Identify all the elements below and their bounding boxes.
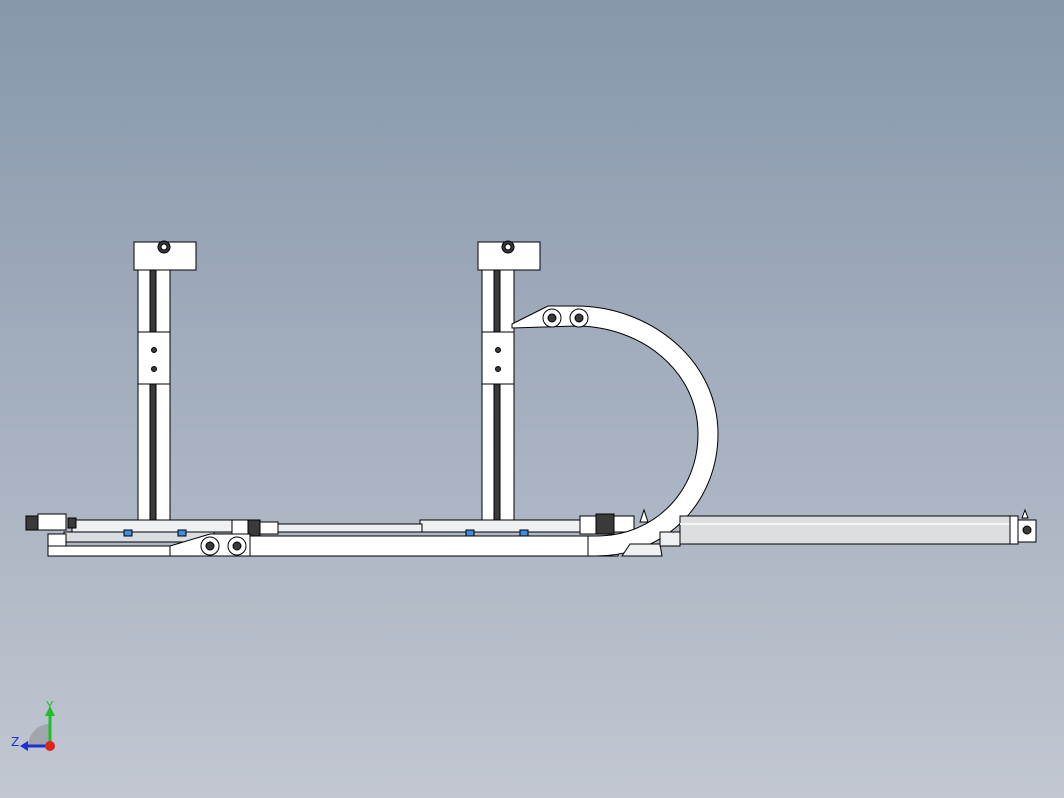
center-fitting-tail[interactable] bbox=[259, 521, 279, 535]
right-shock-body[interactable] bbox=[579, 515, 597, 535]
triad-origin-icon bbox=[45, 741, 55, 751]
cylinder-front-cap[interactable] bbox=[659, 531, 681, 547]
cylinder-barrel[interactable] bbox=[679, 515, 1011, 545]
triad-z-arrow-icon bbox=[20, 741, 28, 751]
sensor-block[interactable] bbox=[123, 529, 133, 537]
left-column[interactable] bbox=[133, 240, 197, 521]
sensor-block[interactable] bbox=[519, 529, 529, 537]
left-column-clamp[interactable] bbox=[137, 331, 171, 385]
cylinder-port-fitting[interactable] bbox=[1021, 508, 1029, 519]
right-column-clamp[interactable] bbox=[481, 331, 515, 385]
bolt-icon bbox=[151, 347, 157, 353]
right-shock-nut[interactable] bbox=[595, 513, 615, 535]
clevis-pin-icon bbox=[1022, 525, 1032, 535]
left-column-slot bbox=[149, 269, 157, 333]
left-shock-body[interactable] bbox=[37, 513, 67, 531]
triad-y-arrow-icon bbox=[45, 706, 55, 716]
bolt-icon bbox=[151, 366, 157, 372]
link-roller-hub bbox=[205, 541, 215, 551]
left-column-slot bbox=[149, 383, 157, 521]
base-rail-assembly[interactable] bbox=[47, 519, 621, 557]
triad-y-label: Y bbox=[45, 699, 54, 713]
sensor-block[interactable] bbox=[177, 529, 187, 537]
pivot-roller-hub bbox=[574, 313, 584, 323]
lower-linkage[interactable] bbox=[169, 533, 251, 557]
pivot-roller-hub bbox=[547, 313, 557, 323]
left-shock-absorber[interactable] bbox=[25, 513, 77, 531]
right-shock-tip[interactable] bbox=[639, 508, 649, 523]
knob-center bbox=[160, 243, 168, 251]
center-connecting-rod[interactable] bbox=[277, 523, 423, 533]
right-column-slot bbox=[493, 269, 501, 333]
center-fitting[interactable] bbox=[231, 519, 279, 537]
left-slide-rail[interactable] bbox=[71, 519, 233, 533]
triad-arc bbox=[28, 724, 50, 746]
left-shock-nut[interactable] bbox=[25, 515, 39, 531]
right-column[interactable] bbox=[477, 240, 541, 521]
right-shock-absorber[interactable] bbox=[579, 508, 649, 535]
right-shock-cap[interactable] bbox=[613, 515, 635, 533]
curved-arm-body[interactable] bbox=[511, 305, 719, 557]
right-slide-rail[interactable] bbox=[419, 519, 581, 533]
cylinder-end-cap[interactable] bbox=[1009, 515, 1019, 545]
bolt-icon bbox=[495, 366, 501, 372]
left-shock-cap[interactable] bbox=[67, 517, 77, 529]
knob-center bbox=[504, 243, 512, 251]
triad-z-label: Z bbox=[11, 735, 19, 749]
curved-arm[interactable] bbox=[511, 305, 719, 557]
sensor-block[interactable] bbox=[465, 529, 475, 537]
link-roller-hub bbox=[232, 541, 242, 551]
right-column-slot bbox=[493, 383, 501, 521]
bolt-icon bbox=[495, 347, 501, 353]
pneumatic-cylinder[interactable] bbox=[621, 508, 1037, 557]
coordinate-triad: Y Z bbox=[11, 699, 55, 751]
